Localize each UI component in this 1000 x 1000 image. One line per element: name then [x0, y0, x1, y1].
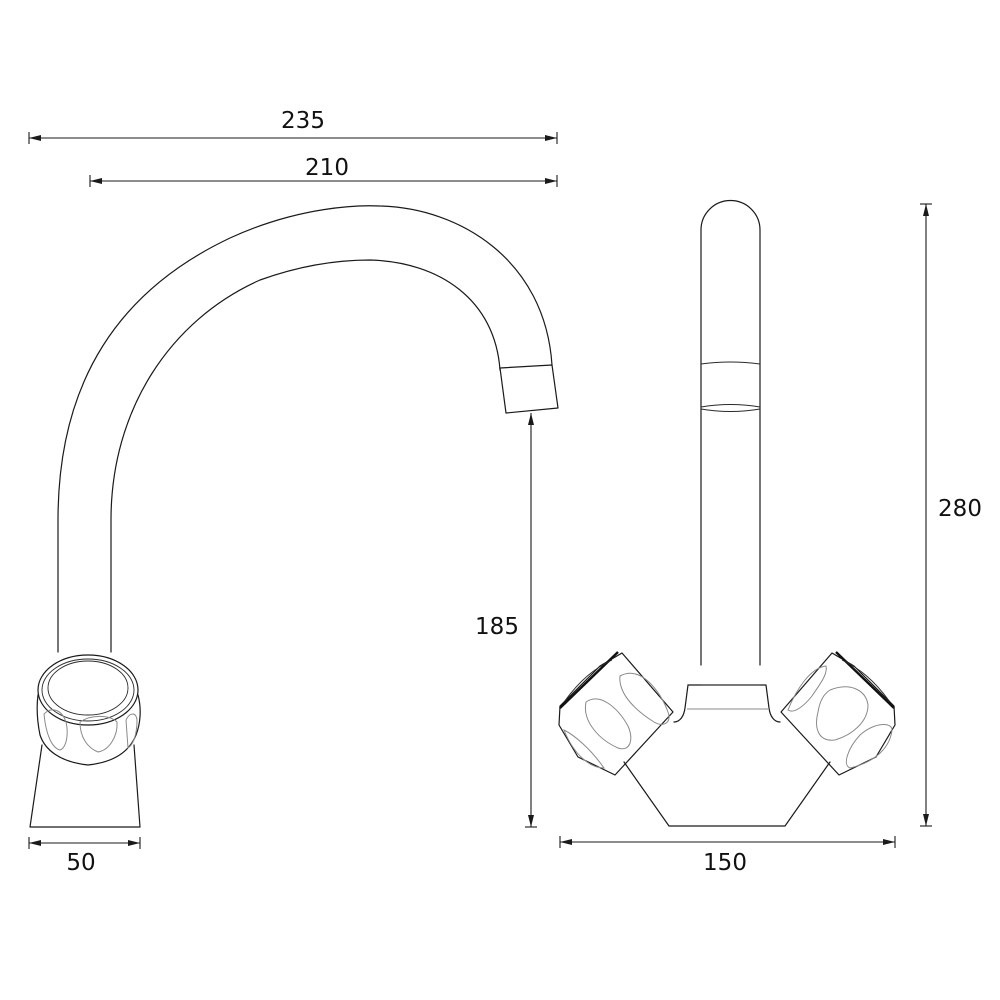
front-stem — [700, 199, 761, 666]
front-body — [623, 684, 831, 827]
dimension-label-185: 185 — [475, 614, 519, 640]
dimension-label-210: 210 — [305, 155, 349, 181]
dimension-label-280: 280 — [938, 496, 982, 522]
dimension-label-235: 235 — [281, 108, 325, 134]
side-view — [29, 205, 559, 828]
dimension-280: 280 — [920, 203, 982, 827]
side-base — [29, 744, 141, 828]
dimension-150: 150 — [559, 836, 896, 876]
front-right-handle — [780, 651, 896, 776]
dimension-50: 50 — [28, 837, 141, 876]
dimension-label-50: 50 — [66, 850, 95, 876]
spout — [57, 205, 559, 653]
dimension-235: 235 — [28, 108, 558, 144]
front-view — [558, 199, 896, 827]
front-left-handle — [558, 651, 674, 776]
side-handle — [36, 654, 141, 766]
dimension-label-150: 150 — [703, 850, 747, 876]
dimension-185: 185 — [475, 413, 537, 828]
dimension-210: 210 — [89, 155, 558, 187]
